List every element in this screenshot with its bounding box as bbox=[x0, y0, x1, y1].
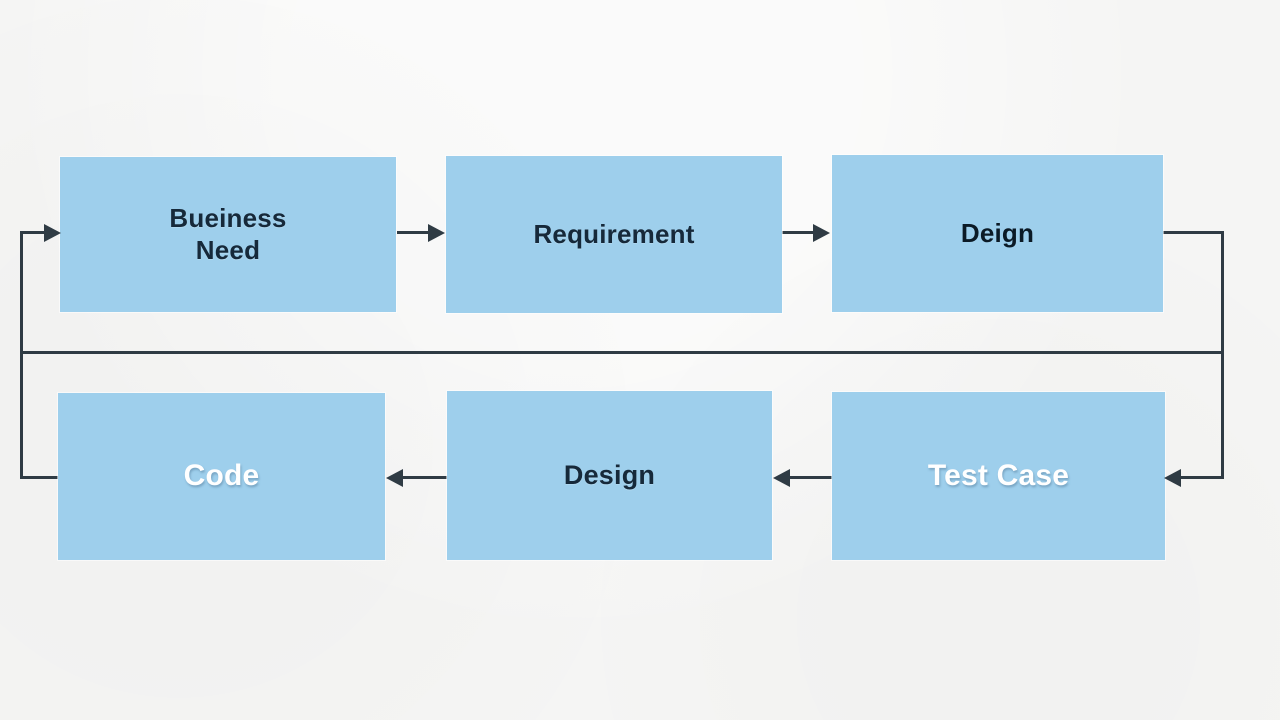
edge-code-to-business-need-segment-top bbox=[20, 231, 50, 234]
edge-code-to-business-need-segment-vertical bbox=[20, 233, 23, 478]
edge-deign-to-test-case-arrowhead bbox=[1164, 469, 1181, 487]
edge-test-case-to-design-arrowhead bbox=[773, 469, 790, 487]
row-separator bbox=[20, 351, 1224, 354]
node-code[interactable]: Code bbox=[58, 393, 385, 560]
node-design-label: Design bbox=[563, 460, 656, 491]
edge-design-to-code-line bbox=[403, 476, 447, 479]
node-requirement-label: Requirement bbox=[533, 218, 695, 249]
edge-deign-to-test-case-segment-top bbox=[1163, 231, 1224, 234]
node-deign-label: Deign bbox=[960, 217, 1035, 248]
edge-code-to-business-need-arrowhead bbox=[44, 224, 61, 242]
edge-business-need-to-requirement-arrowhead bbox=[428, 224, 445, 242]
node-business-need-label: Bueiness Need bbox=[169, 203, 286, 266]
node-test-case[interactable]: Test Case bbox=[832, 392, 1165, 560]
edge-design-to-code-arrowhead bbox=[386, 469, 403, 487]
edge-test-case-to-design-line bbox=[790, 476, 832, 479]
edge-code-to-business-need-segment-bottom bbox=[20, 476, 60, 479]
edge-business-need-to-requirement-line bbox=[397, 231, 430, 234]
node-business-need-label-line1: Bueiness bbox=[169, 202, 287, 233]
node-deign[interactable]: Deign bbox=[832, 155, 1163, 312]
node-business-need-label-line2: Need bbox=[195, 234, 261, 265]
edge-deign-to-test-case-segment-vertical bbox=[1221, 231, 1224, 478]
node-code-label: Code bbox=[183, 459, 260, 493]
node-test-case-label: Test Case bbox=[927, 458, 1070, 492]
node-business-need[interactable]: Bueiness Need bbox=[60, 157, 396, 312]
edge-deign-to-test-case-segment-bottom bbox=[1181, 476, 1224, 479]
node-design[interactable]: Design bbox=[447, 391, 772, 560]
edge-requirement-to-deign-arrowhead bbox=[813, 224, 830, 242]
edge-requirement-to-deign-line bbox=[782, 231, 815, 234]
node-requirement[interactable]: Requirement bbox=[446, 156, 782, 313]
